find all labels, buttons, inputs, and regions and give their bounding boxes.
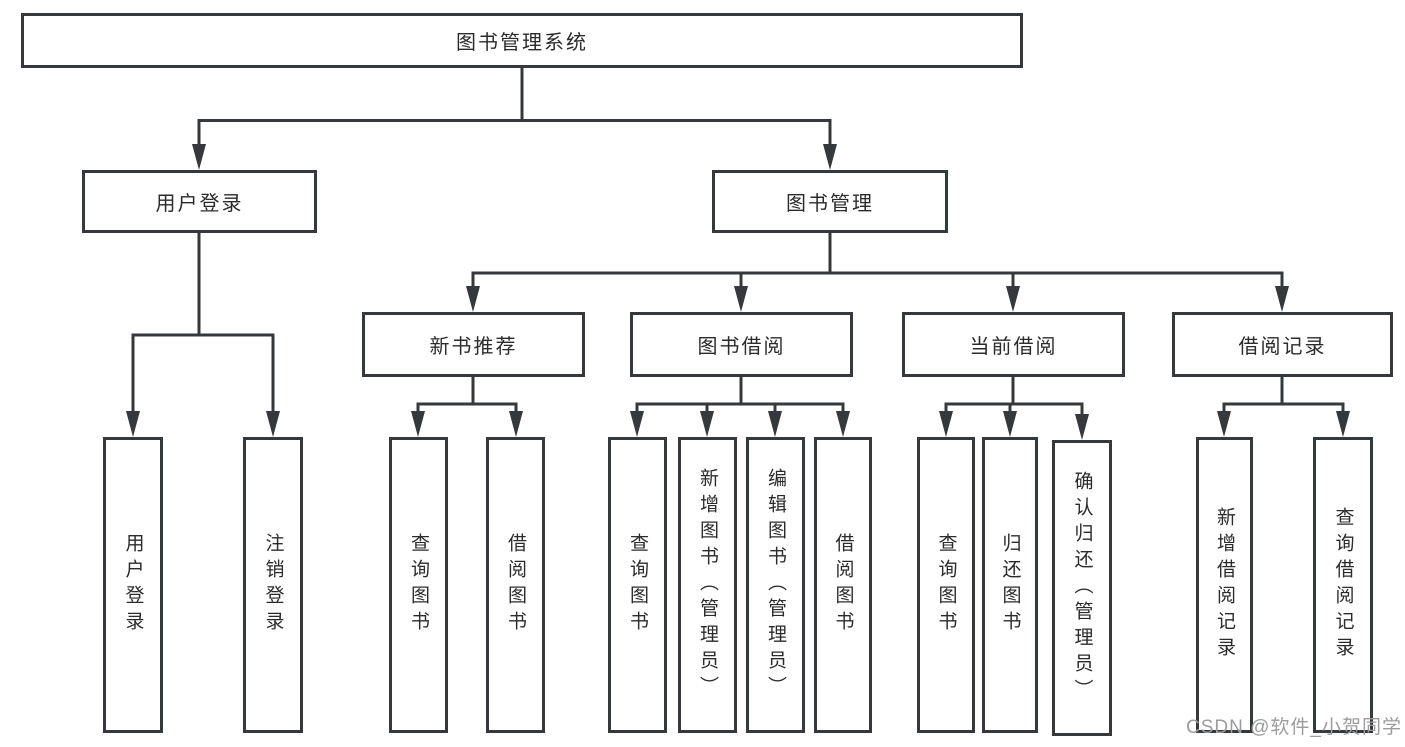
leaf-borrow-books-2: 借阅图书 [814, 437, 872, 733]
leaf-add-books-admin: 新增图书（管理员） [678, 437, 737, 733]
node-system-root: 图书管理系统 [21, 13, 1023, 68]
leaf-edit-books-admin: 编辑图书（管理员） [746, 437, 805, 733]
leaf-query-books-1: 查询图书 [389, 437, 448, 733]
leaf-return-books: 归还图书 [982, 437, 1038, 733]
leaf-query-books-2: 查询图书 [608, 437, 667, 733]
connector-book-borrow-children [630, 377, 850, 437]
leaf-borrow-books-1: 借阅图书 [486, 437, 545, 733]
connector-root-to-level2 [192, 68, 837, 170]
node-user-login: 用户登录 [82, 170, 317, 233]
leaf-confirm-return-admin: 确认归还（管理员） [1052, 440, 1112, 736]
connector-new-book-rec-children [411, 377, 523, 437]
leaf-user-login: 用户登录 [103, 437, 163, 733]
connector-current-borrow-children [939, 377, 1089, 440]
connector-book-mgmt-to-level3 [466, 233, 1289, 312]
connector-borrow-records-children [1217, 377, 1350, 437]
leaf-query-books-3: 查询图书 [917, 437, 975, 733]
leaf-query-borrow-record: 查询借阅记录 [1313, 437, 1373, 733]
csdn-watermark: CSDN @软件_小贺同学 [1186, 717, 1402, 738]
node-current-borrow: 当前借阅 [902, 312, 1125, 377]
node-book-borrow: 图书借阅 [630, 312, 853, 377]
node-book-management: 图书管理 [712, 170, 948, 233]
leaf-add-borrow-record: 新增借阅记录 [1196, 437, 1253, 733]
leaf-logout: 注销登录 [243, 437, 303, 733]
node-new-book-recommend: 新书推荐 [362, 312, 585, 377]
node-borrow-records: 借阅记录 [1172, 312, 1393, 377]
connector-user-login-children [126, 233, 280, 437]
